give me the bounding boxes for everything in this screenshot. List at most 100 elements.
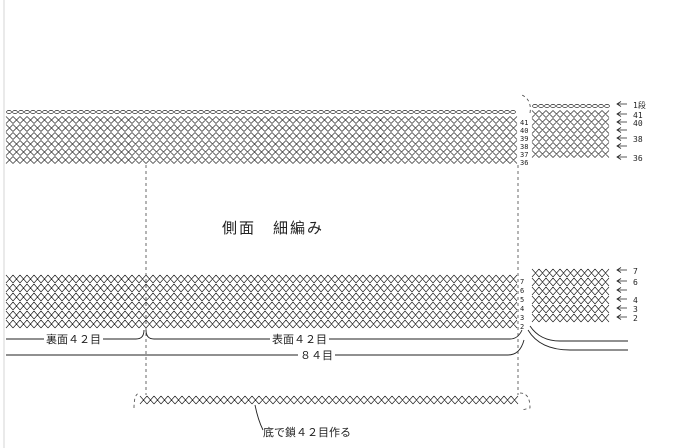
row-number-label: 2: [633, 314, 638, 323]
chain-stitch: [586, 104, 592, 108]
top-stitch-block: [5, 110, 518, 164]
chain-stitch: [342, 110, 348, 114]
chain-stitch: [246, 110, 252, 114]
row-arrow: [616, 154, 627, 160]
chain-stitch: [36, 110, 42, 114]
chain-stitch: [468, 110, 474, 114]
stitch-row: [531, 142, 610, 150]
bottom-stitch-block: [5, 274, 518, 329]
row-number-label: 41: [520, 119, 529, 127]
chain-stitch: [426, 110, 432, 114]
row-arrow: [616, 287, 627, 293]
chain-stitch: [234, 110, 240, 114]
chain-start-caption: 底で鎖４２目作る: [263, 426, 351, 439]
dimension-line-total: [6, 339, 525, 356]
stitch-row: [5, 116, 518, 124]
row-number-label: 41: [633, 111, 643, 120]
chain-stitch: [138, 110, 144, 114]
chain-stitch: [432, 110, 438, 114]
chain-stitch: [504, 110, 510, 114]
chain-stitch: [204, 110, 210, 114]
stitch-row: [531, 150, 610, 158]
chain-stitch: [60, 110, 66, 114]
chain-stitch: [324, 110, 330, 114]
chain-stitch: [498, 110, 504, 114]
chain-stitch: [48, 110, 54, 114]
chain-stitch: [168, 110, 174, 114]
row-number-label: 40: [633, 119, 643, 128]
chain-stitch: [532, 104, 538, 108]
dashed-corner-right: [519, 392, 531, 411]
chain-stitch: [544, 104, 550, 108]
chain-stitch: [574, 104, 580, 108]
row-arrow: [616, 127, 627, 133]
stitch-row: [5, 292, 518, 302]
chain-stitch: [288, 110, 294, 114]
chain-stitch: [216, 110, 222, 114]
chain-stitch: [240, 110, 246, 114]
chain-stitch: [270, 110, 276, 114]
chain-stitch: [312, 110, 318, 114]
stitch-row: [5, 319, 518, 329]
chain-stitch: [550, 104, 556, 108]
row-arrow: [616, 119, 627, 125]
chain-stitch: [306, 110, 312, 114]
chain-stitch: [126, 110, 132, 114]
chain-stitch: [222, 110, 228, 114]
row-arrow: [616, 314, 627, 320]
chain-stitch: [24, 110, 30, 114]
chain-stitch: [402, 110, 408, 114]
row-number-label: 5: [520, 296, 525, 304]
chain-stitch: [276, 110, 282, 114]
chain-stitch: [462, 110, 468, 114]
row-number-label: 38: [633, 135, 643, 144]
chain-stitch: [474, 110, 480, 114]
row-number-label: 4: [520, 305, 525, 313]
chain-stitch: [132, 110, 138, 114]
row-arrow: [616, 267, 627, 273]
chain-stitch: [414, 110, 420, 114]
back-stitch-count-label: 裏面４２目: [44, 333, 103, 346]
stitch-row: [531, 295, 610, 305]
row-number-label: 36: [520, 159, 529, 167]
stitch-row: [531, 134, 610, 142]
stitch-row: [531, 110, 610, 118]
bottom-right-stitch-block: [531, 268, 610, 323]
chain-stitch: [12, 110, 18, 114]
row-arrow: [616, 101, 627, 107]
chain-stitch: [438, 110, 444, 114]
chain-stitch: [162, 110, 168, 114]
row-arrows: [616, 101, 627, 320]
chain-stitch: [210, 110, 216, 114]
chain-stitch: [420, 110, 426, 114]
row-arrow: [616, 135, 627, 141]
row-number-label: 3: [633, 305, 638, 314]
chain-stitch: [252, 110, 258, 114]
chain-stitch: [192, 110, 198, 114]
foundation-chain-row: [139, 395, 519, 405]
chain-stitch: [30, 110, 36, 114]
chain-stitch: [66, 110, 72, 114]
stitch-row: [5, 156, 518, 164]
chain-stitch: [396, 110, 402, 114]
row-arrow: [616, 296, 627, 302]
total-stitch-count-label: ８４目: [298, 349, 335, 362]
chain-stitch: [598, 104, 604, 108]
chain-stitch: [114, 110, 120, 114]
chain-stitch: [18, 110, 24, 114]
chain-stitch: [390, 110, 396, 114]
chain-stitch: [492, 110, 498, 114]
row-arrow: [616, 305, 627, 311]
chain-stitch: [108, 110, 114, 114]
row-number-label: 4: [633, 296, 638, 305]
stitch-row: [531, 118, 610, 126]
chain-stitch: [408, 110, 414, 114]
chain-stitch: [372, 110, 378, 114]
stitch-row: [139, 395, 519, 405]
row-number-label: 37: [520, 151, 529, 159]
chain-stitch: [54, 110, 60, 114]
stitch-row: [531, 286, 610, 296]
chain-stitch: [96, 110, 102, 114]
chain-stitch: [174, 110, 180, 114]
